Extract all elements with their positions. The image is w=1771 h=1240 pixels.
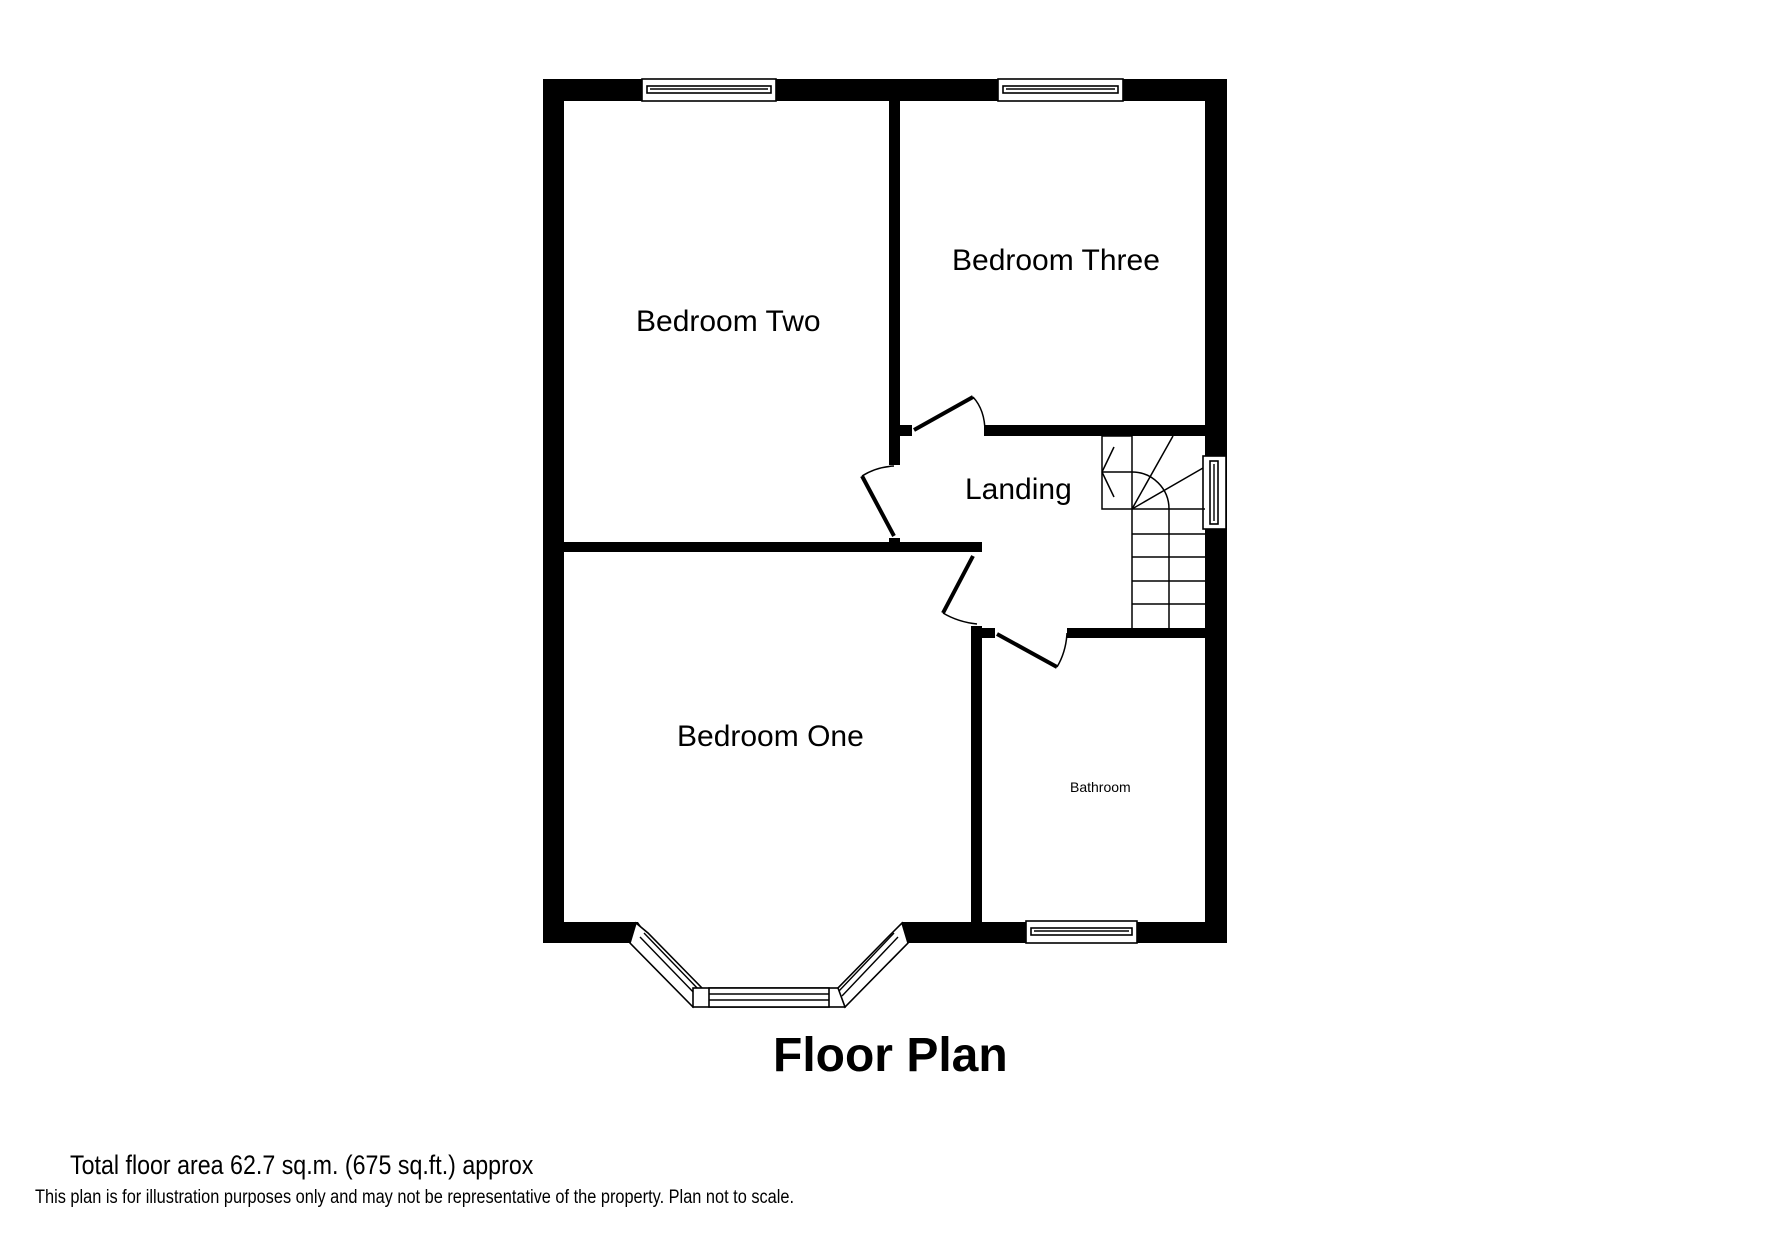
wall-bath-landing [1067, 628, 1205, 638]
plan-title: Floor Plan [773, 1029, 1008, 1082]
room-label-bedroom-one: Bedroom One [677, 720, 864, 753]
staircase [1101, 435, 1205, 628]
wall-bath-stub [982, 628, 995, 638]
room-label-bedroom-two: Bedroom Two [636, 305, 821, 338]
interior-walls [564, 101, 1205, 923]
room-label-landing: Landing [965, 473, 1072, 506]
room-label-bathroom: Bathroom [1070, 779, 1131, 795]
wall-tab [889, 538, 900, 543]
wall-bed2-bed3 [889, 101, 900, 465]
wall-bed3-landing [984, 425, 1205, 436]
left-wall [543, 79, 564, 943]
disclaimer-text: This plan is for illustration purposes o… [35, 1187, 795, 1208]
window-landing-side [1202, 455, 1227, 530]
wall-bed2-bed1 [564, 542, 982, 552]
bay-window-bedroom-one [629, 921, 909, 1009]
window-bedroom-two [641, 78, 777, 102]
wall-bed3-stub [900, 425, 912, 436]
door-bedroom-one [941, 555, 978, 625]
wall-bed1-bath [971, 626, 982, 923]
outer-walls [543, 79, 1227, 943]
door-bathroom [996, 632, 1068, 669]
window-bedroom-three [997, 78, 1124, 102]
window-bathroom [1025, 920, 1138, 944]
room-label-bedroom-three: Bedroom Three [952, 244, 1160, 277]
bottom-wall-left [543, 922, 638, 943]
total-floor-area: Total floor area 62.7 sq.m. (675 sq.ft.)… [70, 1150, 534, 1180]
door-bedroom-two [860, 465, 896, 537]
door-bedroom-three [913, 395, 986, 433]
